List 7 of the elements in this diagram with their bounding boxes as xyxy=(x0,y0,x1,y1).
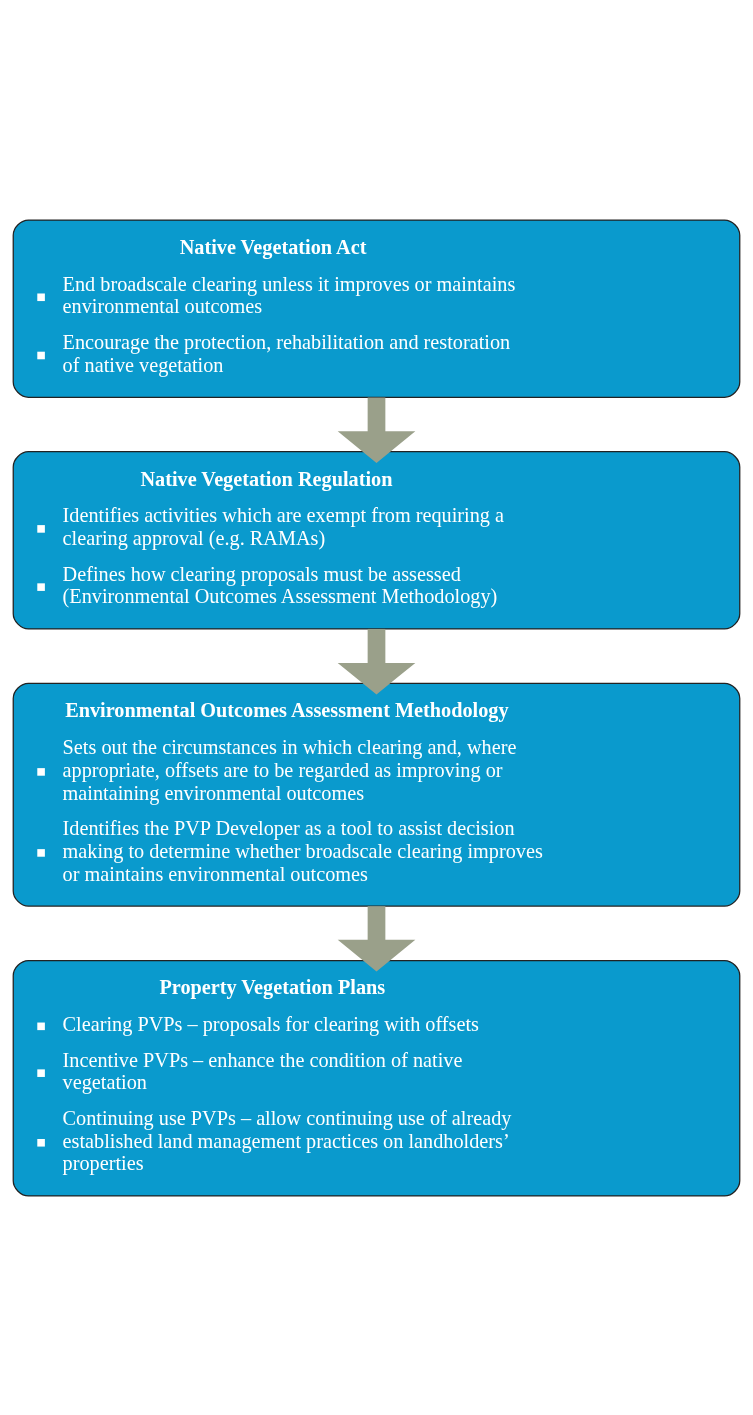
arrow xyxy=(337,905,416,971)
node-box: Property Vegetation Plans Clearing PVPs – proposals for clearing with offsets Incentive PVPs – enhance the condition of native vegetation Continuing use PVPs – allow continuing use of already established land management practices on landholders’ properties xyxy=(12,959,741,1197)
node-box: Native Vegetation Regulation Identifies activities which are exempt from requiring a clearing approval (e.g. RAMAs) Defines how clearing proposals must be assessed (Environmental Outcomes Assessment Methodology) xyxy=(12,450,741,630)
arrow xyxy=(337,397,416,463)
node-box: Native Vegetation Act End broadscale clearing unless it improves or maintains environmental outcomes Encourage the protection, rehabilitation and restoration of native vegetation xyxy=(12,218,741,398)
node-box: Environmental Outcomes Assessment Methodology Sets out the circumstances in which clearing and, where appropriate, offsets are to be regarded as improving or maintaining environmental outcomes Identifies the PVP Developer as a tool to assist decision making to determine whether broadscale clearing improves or maintains environmental outcomes xyxy=(12,682,741,907)
arrow xyxy=(337,628,416,695)
